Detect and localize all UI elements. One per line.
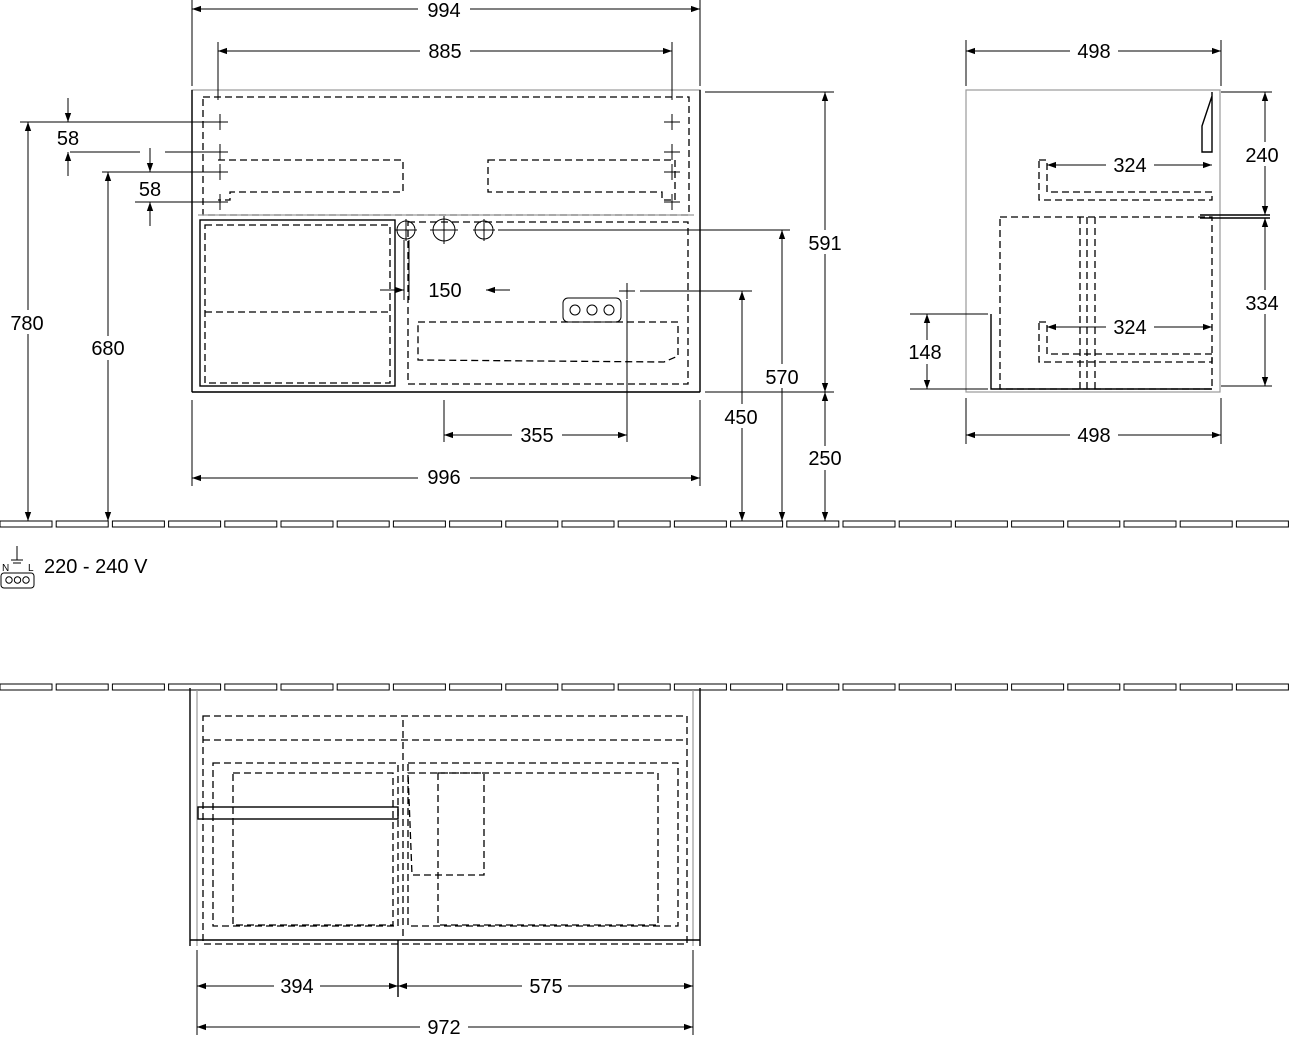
front-left-drawer (199, 219, 396, 387)
water-pipe-left-icon (395, 219, 417, 241)
floor-tile (224, 520, 278, 528)
front-right-drawer (407, 221, 689, 385)
dimension-lines (20, 0, 1272, 1035)
floor-tile (168, 520, 222, 528)
svg-text:L: L (28, 563, 34, 574)
dim-height-pipe: 570 (765, 367, 798, 389)
dim-side-drawer-lower: 324 (1113, 317, 1146, 339)
power-socket-icon: N L (0, 546, 35, 589)
dim-front-inner-width: 885 (428, 41, 461, 63)
floor-tile (673, 520, 727, 528)
floor-tile (954, 683, 1008, 691)
plan-view (189, 688, 701, 997)
dim-plan-right-width: 575 (529, 976, 562, 998)
floor-tile (280, 683, 334, 691)
plan-right-drawer (407, 762, 679, 927)
floor-tile (561, 683, 615, 691)
side-view (965, 89, 1270, 393)
floor-tile (168, 683, 222, 691)
floor-tile (280, 520, 334, 528)
dim-side-depth-bottom: 498 (1077, 425, 1110, 447)
dim-side-depth-top: 498 (1077, 41, 1110, 63)
floor-tile (111, 520, 165, 528)
dim-front-width-top: 994 (427, 0, 460, 22)
floor-tile (111, 683, 165, 691)
floor-tile (1123, 683, 1177, 691)
dim-socket-offset: 355 (520, 425, 553, 447)
floor-tile (336, 683, 390, 691)
dim-side-height-small: 148 (908, 342, 941, 364)
floor-tile (842, 520, 896, 528)
floor-tile (449, 520, 503, 528)
floor-tile (392, 683, 446, 691)
dim-plan-total-width: 972 (427, 1017, 460, 1038)
floor-tile (449, 683, 503, 691)
floor-tile (954, 520, 1008, 528)
side-cabinet-outline (965, 89, 1221, 393)
floor-tile (730, 520, 784, 528)
drain-pipe-icon (430, 216, 458, 244)
dim-cabinet-height: 591 (808, 233, 841, 255)
dimension-labels: 994 885 58 58 780 680 150 355 996 591 57… (6, 0, 1284, 1038)
floor-tile (0, 683, 53, 691)
floor-tile (786, 520, 840, 528)
dim-height-total: 780 (10, 313, 43, 335)
plan-top-panel (202, 715, 688, 945)
floor-line-lower (0, 683, 1289, 691)
dim-height-outlet: 680 (91, 338, 124, 360)
side-lower-drawer (999, 216, 1213, 390)
floor-tile (1011, 520, 1065, 528)
floor-line-upper (0, 520, 1289, 528)
floor-tile (1011, 683, 1065, 691)
socket-outlet-icon (562, 283, 635, 323)
dim-side-drawer-upper: 324 (1113, 155, 1146, 177)
floor-tile (1067, 520, 1121, 528)
floor-tile (1235, 683, 1289, 691)
water-pipe-right-icon (473, 219, 495, 241)
floor-tile (55, 520, 109, 528)
floor-tile (1179, 520, 1233, 528)
front-top-drawer (202, 96, 690, 216)
floor-tile (336, 520, 390, 528)
front-view (191, 89, 701, 393)
dim-side-height-lower: 334 (1245, 293, 1278, 315)
floor-tile (1123, 520, 1177, 528)
svg-text:N: N (2, 563, 9, 574)
floor-tile (786, 683, 840, 691)
floor-tile (392, 520, 446, 528)
floor-tile (55, 683, 109, 691)
floor-tile (224, 683, 278, 691)
floor-tile (842, 683, 896, 691)
dim-plan-left-width: 394 (280, 976, 313, 998)
floor-tile (505, 683, 559, 691)
floor-tile (505, 520, 559, 528)
dim-front-width-bottom: 996 (427, 467, 460, 489)
floor-tile (617, 520, 671, 528)
plan-left-drawer (212, 762, 399, 927)
floor-tile (898, 520, 952, 528)
floor-tile (898, 683, 952, 691)
floor-tile (1235, 520, 1289, 528)
dim-front-offset-upper: 58 (57, 128, 79, 150)
floor-tile (561, 520, 615, 528)
floor-tile (0, 520, 53, 528)
voltage-label: 220 - 240 V (44, 556, 148, 578)
dim-height-socket: 450 (724, 407, 757, 429)
dim-pipe-spacing: 150 (428, 280, 461, 302)
dim-side-height-upper: 240 (1245, 145, 1278, 167)
floor-tile (730, 683, 784, 691)
dim-height-floor: 250 (808, 448, 841, 470)
dim-front-offset-lower: 58 (139, 179, 161, 201)
floor-tile (1067, 683, 1121, 691)
mounting-point-icon (212, 114, 680, 210)
floor-tile (1179, 683, 1233, 691)
floor-tile (617, 683, 671, 691)
